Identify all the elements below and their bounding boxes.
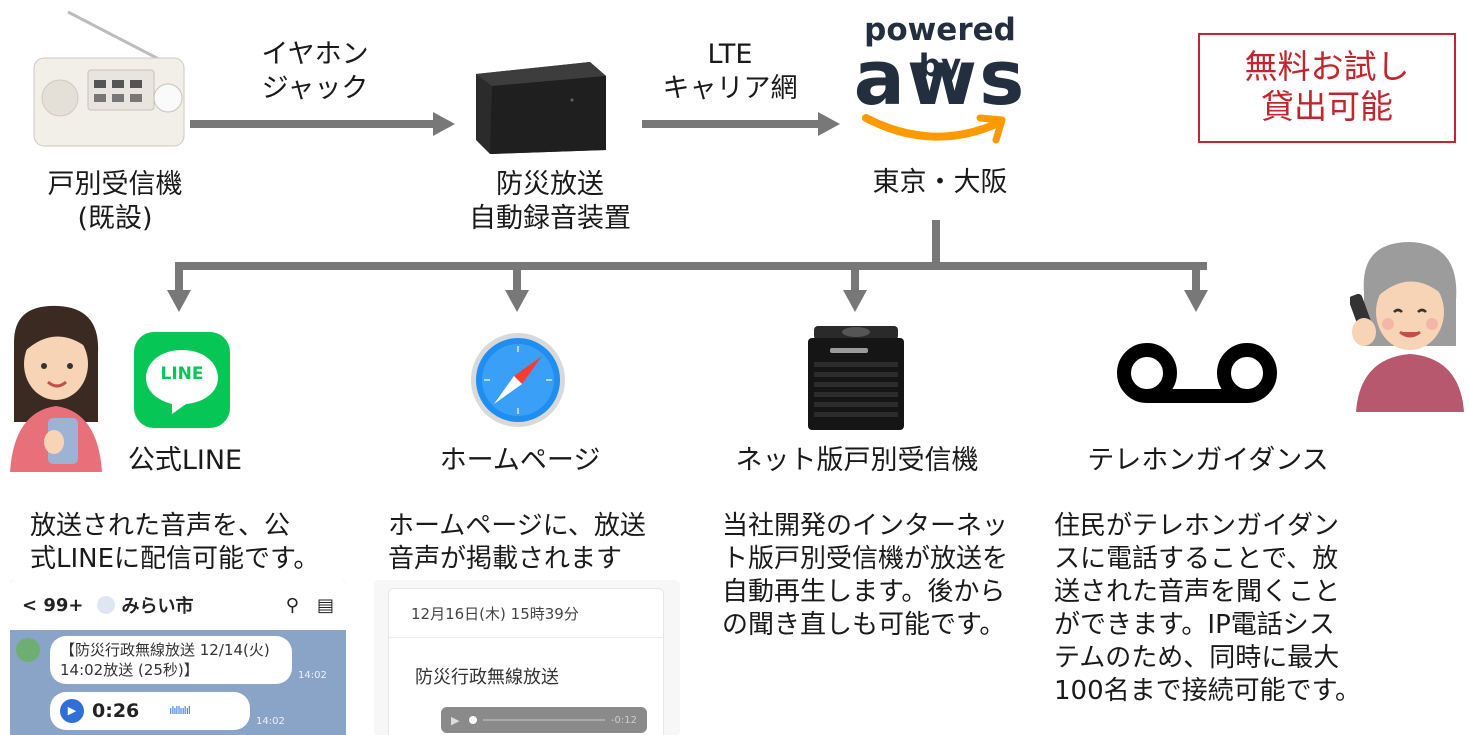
channel-desc-line: 放送された音声を、公 式LINEに配信可能です。: [30, 511, 320, 574]
voicemail-icon: [1114, 340, 1280, 406]
safari-compass-icon: [468, 330, 568, 430]
player-progress-knob[interactable]: [469, 716, 478, 724]
line-audio-bubble[interactable]: ▶ 0:26 ılıllıılıl: [50, 692, 250, 730]
arrow-head-1: [433, 112, 455, 136]
channel-title-telephone: テレホンガイダンス: [1087, 445, 1329, 476]
tree-bar: [175, 262, 1207, 270]
earphone-jack-label: イヤホン ジャック: [261, 39, 369, 104]
play-icon[interactable]: ▶: [60, 699, 84, 723]
search-icon[interactable]: ⚲: [285, 594, 299, 616]
line-chat-screenshot: < 99+ みらい市 ⚲ ▤ 【防災行政無線放送 12/14(火) 14:02放…: [10, 580, 346, 735]
elderly-woman-on-phone-illustration: [1348, 236, 1468, 412]
arrow-recorder-to-aws: [642, 120, 820, 128]
arrow-receiver-to-recorder: [190, 120, 435, 128]
branch-line-2: [513, 262, 521, 292]
channel-desc-net-receiver: 当社開発のインターネッ ト版戸別受信機が放送を 自動再生します。後から の聞き直…: [722, 511, 1009, 640]
line-audio-time: 14:02: [256, 716, 285, 727]
channel-title-homepage: ホームページ: [439, 445, 601, 476]
player-time: -0:12: [610, 714, 637, 726]
branch-line-1: [175, 262, 183, 292]
receiver-label: 戸別受信機 (既設): [47, 169, 183, 234]
branch-arrow-3: [843, 290, 867, 312]
player-progress-track[interactable]: [483, 719, 605, 721]
line-message-time: 14:02: [298, 670, 327, 681]
household-receiver-image: [30, 10, 190, 150]
recorder-label: 防災放送 自動録音装置: [469, 169, 631, 234]
branch-line-3: [851, 262, 859, 292]
branch-arrow-4: [1184, 290, 1208, 312]
audio-player[interactable]: ▶ -0:12: [441, 707, 647, 733]
menu-icon[interactable]: ▤: [316, 594, 334, 616]
line-chat-avatar: [97, 596, 116, 614]
branch-line-4: [1192, 262, 1200, 292]
channel-desc-telephone: 住民がテレホンガイダン スに電話することで、放 送された音声を聞くこと ができま…: [1054, 511, 1362, 706]
arrow-head-2: [818, 112, 840, 136]
homepage-card: 12月16日(木) 15時39分 防災行政無線放送 ▶ -0:12: [388, 588, 665, 735]
auto-recorder-image: [470, 56, 608, 156]
channel-desc-homepage: ホームページに、放送 音声が掲載されます: [388, 511, 646, 574]
line-chat-header: < 99+ みらい市 ⚲ ▤: [10, 580, 346, 630]
audio-waveform-icon: ılıllıılıl: [169, 704, 191, 717]
aws-region-label: 東京・大阪: [872, 167, 1008, 198]
net-receiver-device-image: [804, 322, 908, 432]
woman-with-phone-illustration: [0, 302, 110, 472]
channel-title-net-receiver: ネット版戸別受信機: [735, 445, 979, 476]
lte-network-label: LTE キャリア網: [662, 39, 798, 104]
homepage-screenshot: 12月16日(木) 15時39分 防災行政無線放送 ▶ -0:12: [374, 580, 680, 735]
channel-title-line: 公式LINE: [127, 445, 243, 476]
branch-arrow-1: [167, 290, 191, 312]
aws-logo: aws: [853, 33, 1027, 122]
homepage-post-heading: 防災行政無線放送: [415, 667, 559, 688]
line-logo-text: LINE: [160, 364, 204, 384]
tree-trunk: [932, 220, 940, 266]
audio-duration: 0:26: [92, 700, 140, 722]
line-message-bubble: 【防災行政無線放送 12/14(火) 14:02放送 (25秒)】: [50, 636, 292, 684]
line-chat-name: みらい市: [121, 596, 194, 617]
branch-arrow-2: [505, 290, 529, 312]
free-trial-badge: 無料お試し 貸出可能: [1198, 33, 1456, 143]
aws-smile-icon: [862, 110, 1012, 150]
line-sender-avatar: [16, 638, 40, 662]
aws-powered-by: powered by: [864, 12, 1016, 84]
homepage-post-date: 12月16日(木) 15時39分: [411, 605, 579, 623]
player-play-icon[interactable]: ▶: [451, 713, 460, 727]
line-back-button[interactable]: < 99+: [22, 594, 84, 616]
line-app-icon: LINE: [134, 332, 230, 428]
